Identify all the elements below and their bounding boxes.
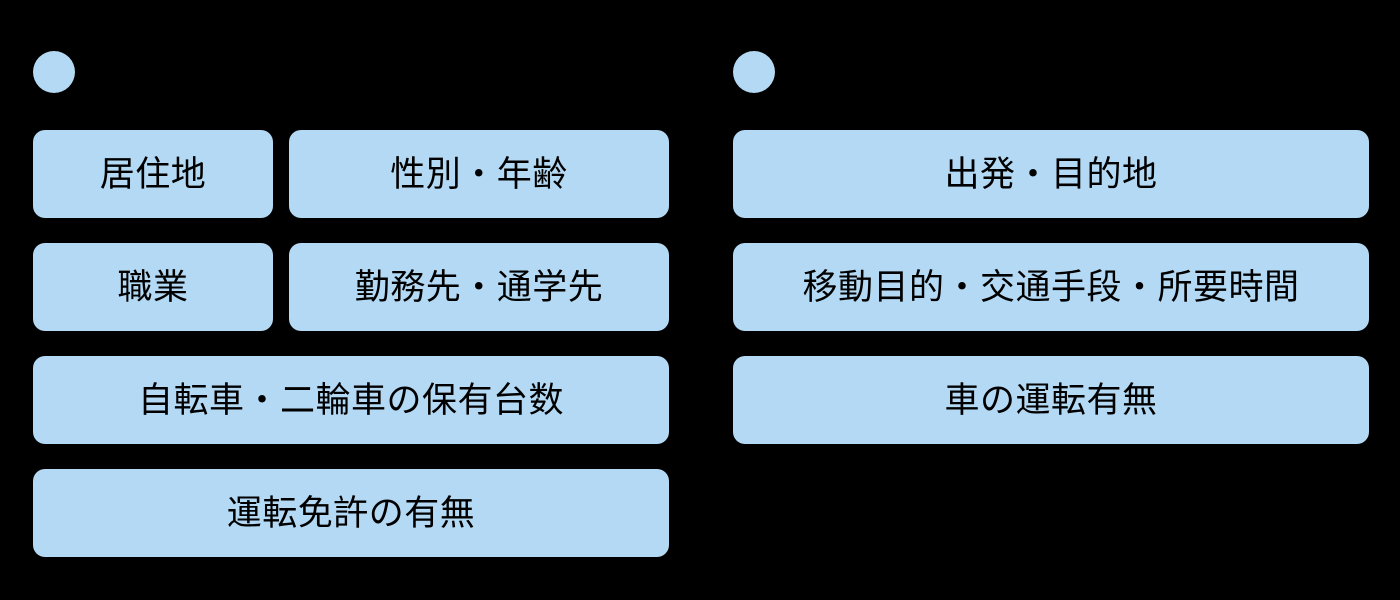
pill-row: 運転免許の有無 <box>33 469 669 557</box>
group-personal-attributes: 居住地 性別・年齢 職業 勤務先・通学先 自転車・二輪車の保有台数 運転免許の有… <box>33 51 669 557</box>
pill-residence[interactable]: 居住地 <box>33 130 273 218</box>
pill-gender-age[interactable]: 性別・年齢 <box>289 130 669 218</box>
pill-label: 勤務先・通学先 <box>354 267 604 307</box>
pill-car-driving[interactable]: 車の運転有無 <box>733 356 1369 444</box>
pill-label: 車の運転有無 <box>944 380 1158 420</box>
pill-row: 移動目的・交通手段・所要時間 <box>733 243 1369 331</box>
pill-label: 居住地 <box>99 154 207 194</box>
pill-purpose-mode-duration[interactable]: 移動目的・交通手段・所要時間 <box>733 243 1369 331</box>
pill-label: 運転免許の有無 <box>226 493 476 533</box>
pill-workplace-school[interactable]: 勤務先・通学先 <box>289 243 669 331</box>
pill-row: 居住地 性別・年齢 <box>33 130 669 218</box>
pill-origin-destination[interactable]: 出発・目的地 <box>733 130 1369 218</box>
pill-label: 性別・年齢 <box>390 154 568 194</box>
pill-label: 職業 <box>117 267 189 307</box>
group-trip-attributes: 出発・目的地 移動目的・交通手段・所要時間 車の運転有無 <box>733 51 1369 444</box>
group-marker-row <box>733 51 1369 130</box>
group-marker-row <box>33 51 669 130</box>
pill-drivers-license[interactable]: 運転免許の有無 <box>33 469 669 557</box>
pill-bicycle-motorcycle-count[interactable]: 自転車・二輪車の保有台数 <box>33 356 669 444</box>
pill-row: 車の運転有無 <box>733 356 1369 444</box>
pill-occupation[interactable]: 職業 <box>33 243 273 331</box>
circle-marker-icon <box>733 51 775 93</box>
pill-row: 職業 勤務先・通学先 <box>33 243 669 331</box>
pill-label: 出発・目的地 <box>944 154 1158 194</box>
pill-label: 自転車・二輪車の保有台数 <box>137 380 564 420</box>
circle-marker-icon <box>33 51 75 93</box>
pill-row: 出発・目的地 <box>733 130 1369 218</box>
pill-label: 移動目的・交通手段・所要時間 <box>802 267 1300 307</box>
pill-row: 自転車・二輪車の保有台数 <box>33 356 669 444</box>
